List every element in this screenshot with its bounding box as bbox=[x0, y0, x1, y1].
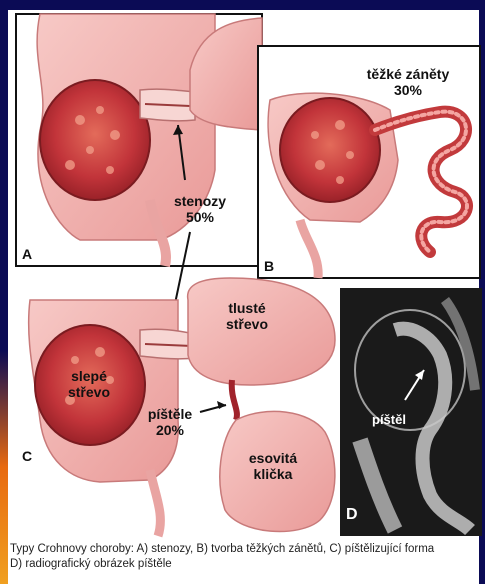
severe-inflammation-pct: 30% bbox=[358, 82, 458, 98]
severe-inflammation-label: těžké záněty 30% bbox=[358, 66, 458, 98]
colon-label-line2: střevo bbox=[212, 316, 282, 332]
sigmoid-label: esovitá klička bbox=[238, 450, 308, 482]
panel-d-letter: D bbox=[346, 506, 358, 524]
cecum-label-line1: slepé bbox=[54, 368, 124, 384]
stenosis-label: stenozy 50% bbox=[165, 193, 235, 225]
stenosis-label-pct: 50% bbox=[165, 209, 235, 225]
sigmoid-label-line1: esovitá bbox=[238, 450, 308, 466]
caption-line-2: D) radiografický obrázek píštěle bbox=[10, 557, 480, 572]
fistula-label-pct: 20% bbox=[135, 422, 205, 438]
caption-line-1: Typy Crohnovy choroby: A) stenozy, B) tv… bbox=[10, 542, 480, 557]
colon-label: tlusté střevo bbox=[212, 300, 282, 332]
panel-c-fistula bbox=[232, 380, 237, 420]
severe-inflammation-text: těžké záněty bbox=[358, 66, 458, 82]
figure-caption: Typy Crohnovy choroby: A) stenozy, B) tv… bbox=[10, 542, 480, 572]
cecum-label: slepé střevo bbox=[54, 368, 124, 400]
panel-a-letter: A bbox=[22, 246, 32, 262]
fistula-label-text: píštěle bbox=[135, 406, 205, 422]
panel-d bbox=[340, 288, 482, 536]
colon-label-line1: tlusté bbox=[212, 300, 282, 316]
fistula-label: píštěle 20% bbox=[135, 406, 205, 438]
panel-b-letter: B bbox=[264, 258, 274, 274]
xray-fistula-label: píštěl bbox=[372, 412, 406, 427]
panel-a bbox=[16, 14, 262, 266]
panel-b-cecum-lumen bbox=[280, 98, 380, 202]
sigmoid-label-line2: klička bbox=[238, 466, 308, 482]
cecum-label-line2: střevo bbox=[54, 384, 124, 400]
panel-c-letter: C bbox=[22, 448, 32, 464]
stenosis-label-text: stenozy bbox=[165, 193, 235, 209]
panel-a-cecum-lumen bbox=[40, 80, 150, 200]
